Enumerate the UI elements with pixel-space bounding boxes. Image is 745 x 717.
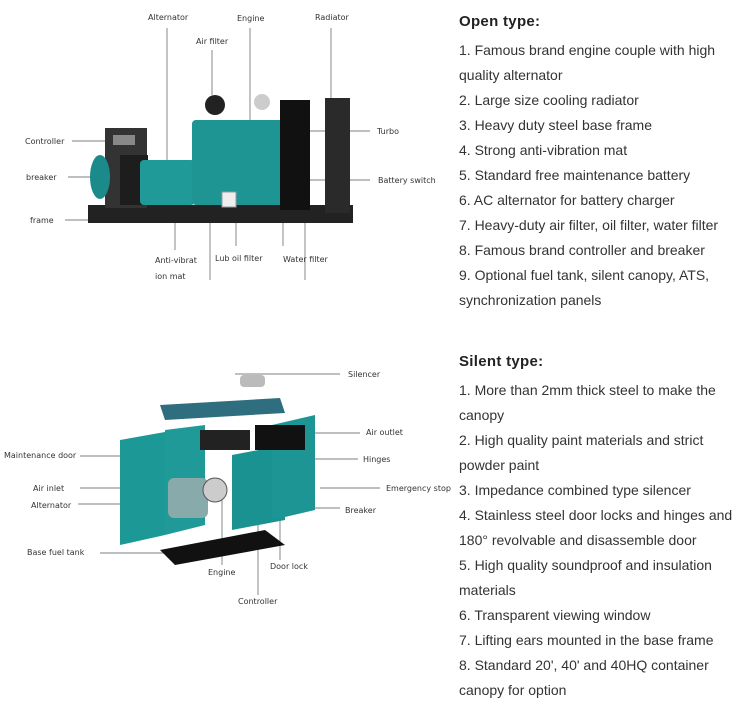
label-alternator: Alternator xyxy=(148,13,189,22)
feature-line: 2. High quality paint materials and stri… xyxy=(459,432,704,448)
label-air-inlet: Air inlet xyxy=(33,484,65,493)
label-maintenance-door: Maintenance door xyxy=(4,451,77,460)
feature-line: 9. Optional fuel tank, silent canopy, AT… xyxy=(459,267,710,283)
silent-type-features: 1. More than 2mm thick steel to make the… xyxy=(459,378,745,703)
open-type-heading: Open type: xyxy=(459,13,541,30)
open-generator-illustration xyxy=(65,28,380,595)
feature-line: 4. Stainless steel door locks and hinges… xyxy=(459,507,733,523)
label-breaker: breaker xyxy=(26,173,57,182)
feature-line: 6. AC alternator for battery charger xyxy=(459,192,675,208)
label-hinges: Hinges xyxy=(363,455,391,464)
feature-line: 1. More than 2mm thick steel to make the xyxy=(459,382,716,398)
feature-line: canopy xyxy=(459,407,505,423)
label-water-filter: Water filter xyxy=(283,255,328,264)
open-type-section: Open type: 1. Famous brand engine couple… xyxy=(459,13,745,313)
feature-line: 3. Impedance combined type silencer xyxy=(459,482,691,498)
label-anti-vibration: Anti-vibrat xyxy=(155,256,197,265)
feature-line: 5. High quality soundproof and insulatio… xyxy=(459,557,712,573)
feature-line: quality alternator xyxy=(459,67,563,83)
label-air-outlet: Air outlet xyxy=(366,428,403,437)
label-breaker-silent: Breaker xyxy=(345,506,376,515)
label-engine: Engine xyxy=(237,14,265,23)
label-alternator-silent: Alternator xyxy=(31,501,72,510)
label-door-lock: Door lock xyxy=(270,562,308,571)
label-emergency-stop: Emergency stop xyxy=(386,484,451,493)
feature-line: 8. Standard 20', 40' and 40HQ container xyxy=(459,657,709,673)
label-air-filter: Air filter xyxy=(196,37,229,46)
label-turbo: Turbo xyxy=(377,127,400,136)
feature-line: 8. Famous brand controller and breaker xyxy=(459,242,705,258)
feature-line: powder paint xyxy=(459,457,540,473)
feature-line: synchronization panels xyxy=(459,292,602,308)
feature-line: 180° revolvable and disassemble door xyxy=(459,532,697,548)
label-engine-silent: Engine xyxy=(208,568,236,577)
open-type-features: 1. Famous brand engine couple with high q… xyxy=(459,38,745,313)
label-frame: frame xyxy=(30,216,54,225)
feature-line: 5. Standard free maintenance battery xyxy=(459,167,691,183)
feature-line: 7. Heavy-duty air filter, oil filter, wa… xyxy=(459,217,719,233)
feature-line: 2. Large size cooling radiator xyxy=(459,92,639,108)
label-lub-oil-filter: Lub oil filter xyxy=(215,254,263,263)
label-controller: Controller xyxy=(25,137,65,146)
feature-line: 4. Strong anti-vibration mat xyxy=(459,142,628,158)
label-controller-silent: Controller xyxy=(238,597,278,606)
feature-line: materials xyxy=(459,582,516,598)
label-battery-switch: Battery switch xyxy=(378,176,436,185)
silent-type-section: Silent type: 1. More than 2mm thick stee… xyxy=(459,353,745,703)
feature-line: 6. Transparent viewing window xyxy=(459,607,651,623)
label-radiator: Radiator xyxy=(315,13,349,22)
feature-line: canopy for option xyxy=(459,682,567,698)
label-silencer: Silencer xyxy=(348,370,381,379)
silent-type-heading: Silent type: xyxy=(459,353,544,370)
feature-line: 1. Famous brand engine couple with high xyxy=(459,42,716,58)
feature-line: 3. Heavy duty steel base frame xyxy=(459,117,652,133)
label-base-fuel-tank: Base fuel tank xyxy=(27,548,85,557)
feature-line: 7. Lifting ears mounted in the base fram… xyxy=(459,632,714,648)
label-anti-vibration-2: ion mat xyxy=(155,272,186,281)
